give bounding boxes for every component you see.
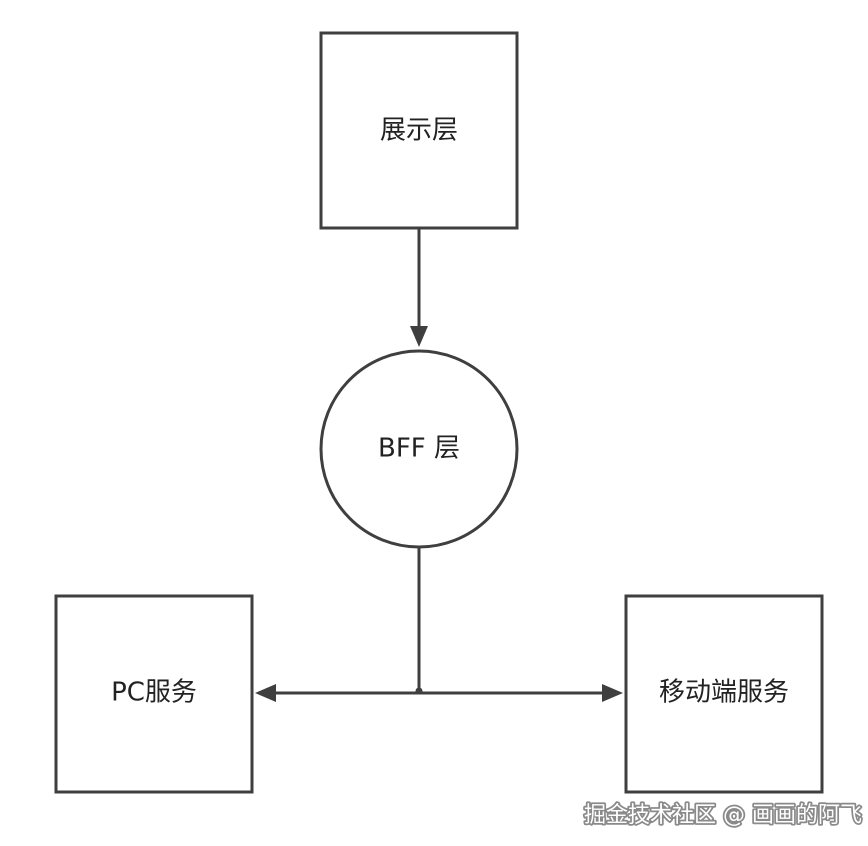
arrowhead-left-icon: [255, 684, 276, 702]
node-pc-service-box: [54, 594, 254, 794]
node-pc-service-label: PC服务: [111, 678, 197, 708]
arrowhead-right-icon: [602, 684, 623, 702]
node-bff-layer-label: BFF 层: [378, 434, 460, 464]
node-presentation-layer-box: [319, 31, 519, 230]
node-mobile-service-box: [624, 594, 824, 794]
node-presentation-layer-label: 展示层: [380, 116, 458, 146]
node-pc-service: PC服务: [54, 594, 254, 794]
node-presentation-layer: 展示层: [319, 31, 519, 230]
node-mobile-service-label: 移动端服务: [659, 678, 789, 708]
arrowhead-down-icon: [410, 326, 428, 347]
node-mobile-service: 移动端服务: [624, 594, 824, 794]
node-bff-layer: BFF 层: [319, 349, 519, 549]
watermark: 掘金技术社区 @ 画画的阿飞: [584, 803, 862, 828]
